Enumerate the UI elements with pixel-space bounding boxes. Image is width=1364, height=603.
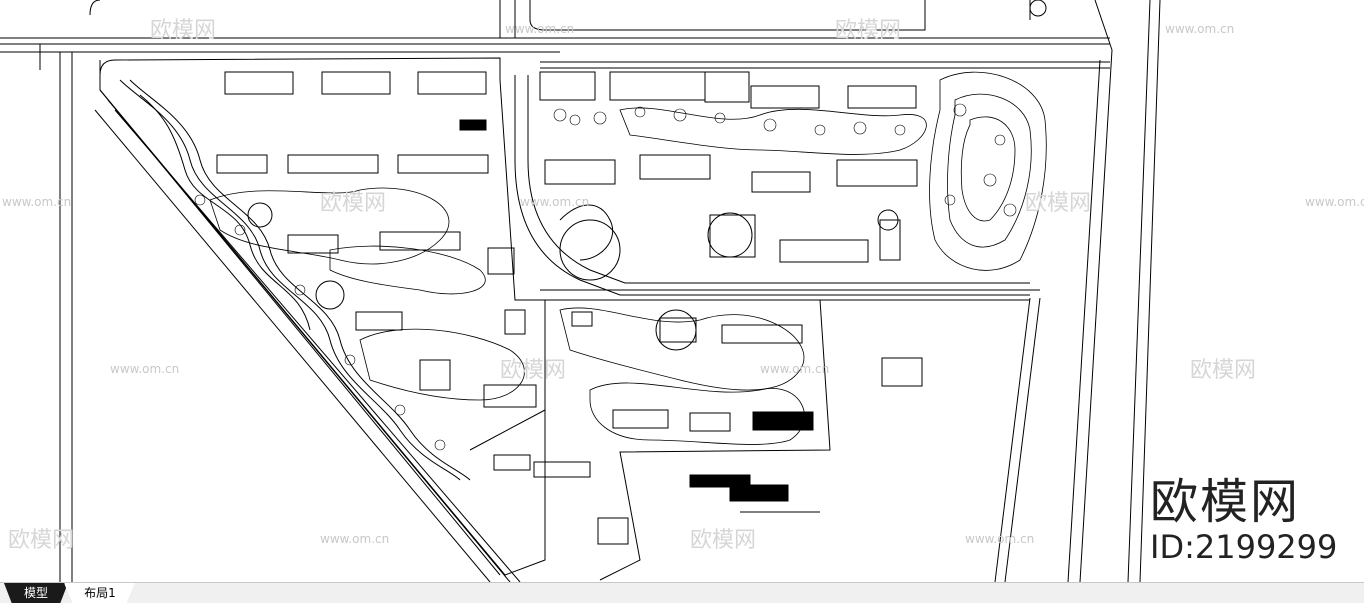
- watermark-logo: 欧模网: [320, 191, 387, 216]
- watermark-logo: 欧模网: [500, 358, 567, 383]
- watermark-url: www.om.cn: [1165, 22, 1235, 36]
- landscape-path-west: [119, 79, 471, 481]
- watermark-url: www.om.cn: [760, 362, 830, 376]
- watermark-logo: 欧模网: [690, 528, 757, 553]
- watermark-id: ID:2199299: [1150, 528, 1338, 566]
- circular-features: [559, 209, 899, 351]
- south-parcel: [469, 299, 1030, 581]
- tab-model[interactable]: 模型: [4, 583, 68, 603]
- watermark-logo: 欧模网: [835, 18, 902, 43]
- layout-tab-bar: 模型 布局1: [0, 582, 1364, 603]
- site-plan-drawing: [0, 0, 1161, 582]
- watermark-url: www.om.cn: [965, 532, 1035, 546]
- buildings: [216, 71, 923, 545]
- watermark-url: www.om.cn: [520, 195, 590, 209]
- watermark-logo: 欧模网: [8, 528, 75, 553]
- tab-layout1[interactable]: 布局1: [64, 583, 135, 603]
- watermark-url: www.om.cn: [320, 532, 390, 546]
- watermark-logo: 欧模网: [150, 18, 217, 43]
- watermark-url: www.om.cn: [110, 362, 180, 376]
- landscape-contours: [209, 71, 1047, 445]
- watermark-url: www.om.cn: [1305, 195, 1364, 209]
- watermark-brand: 欧模网: [1150, 474, 1301, 530]
- watermark-logo: 欧模网: [1190, 358, 1257, 383]
- watermark-url: www.om.cn: [505, 22, 575, 36]
- watermark-logo: 欧模网: [1025, 191, 1092, 216]
- road-lines: [0, 0, 1161, 582]
- cad-drawing-canvas[interactable]: www.om.cn www.om.cn www.om.cn www.om.cn …: [0, 0, 1364, 582]
- watermark-url: www.om.cn: [2, 195, 72, 209]
- inner-road-north: [514, 75, 1040, 296]
- tree-clusters: [194, 103, 1017, 451]
- site-boundary: [94, 57, 546, 582]
